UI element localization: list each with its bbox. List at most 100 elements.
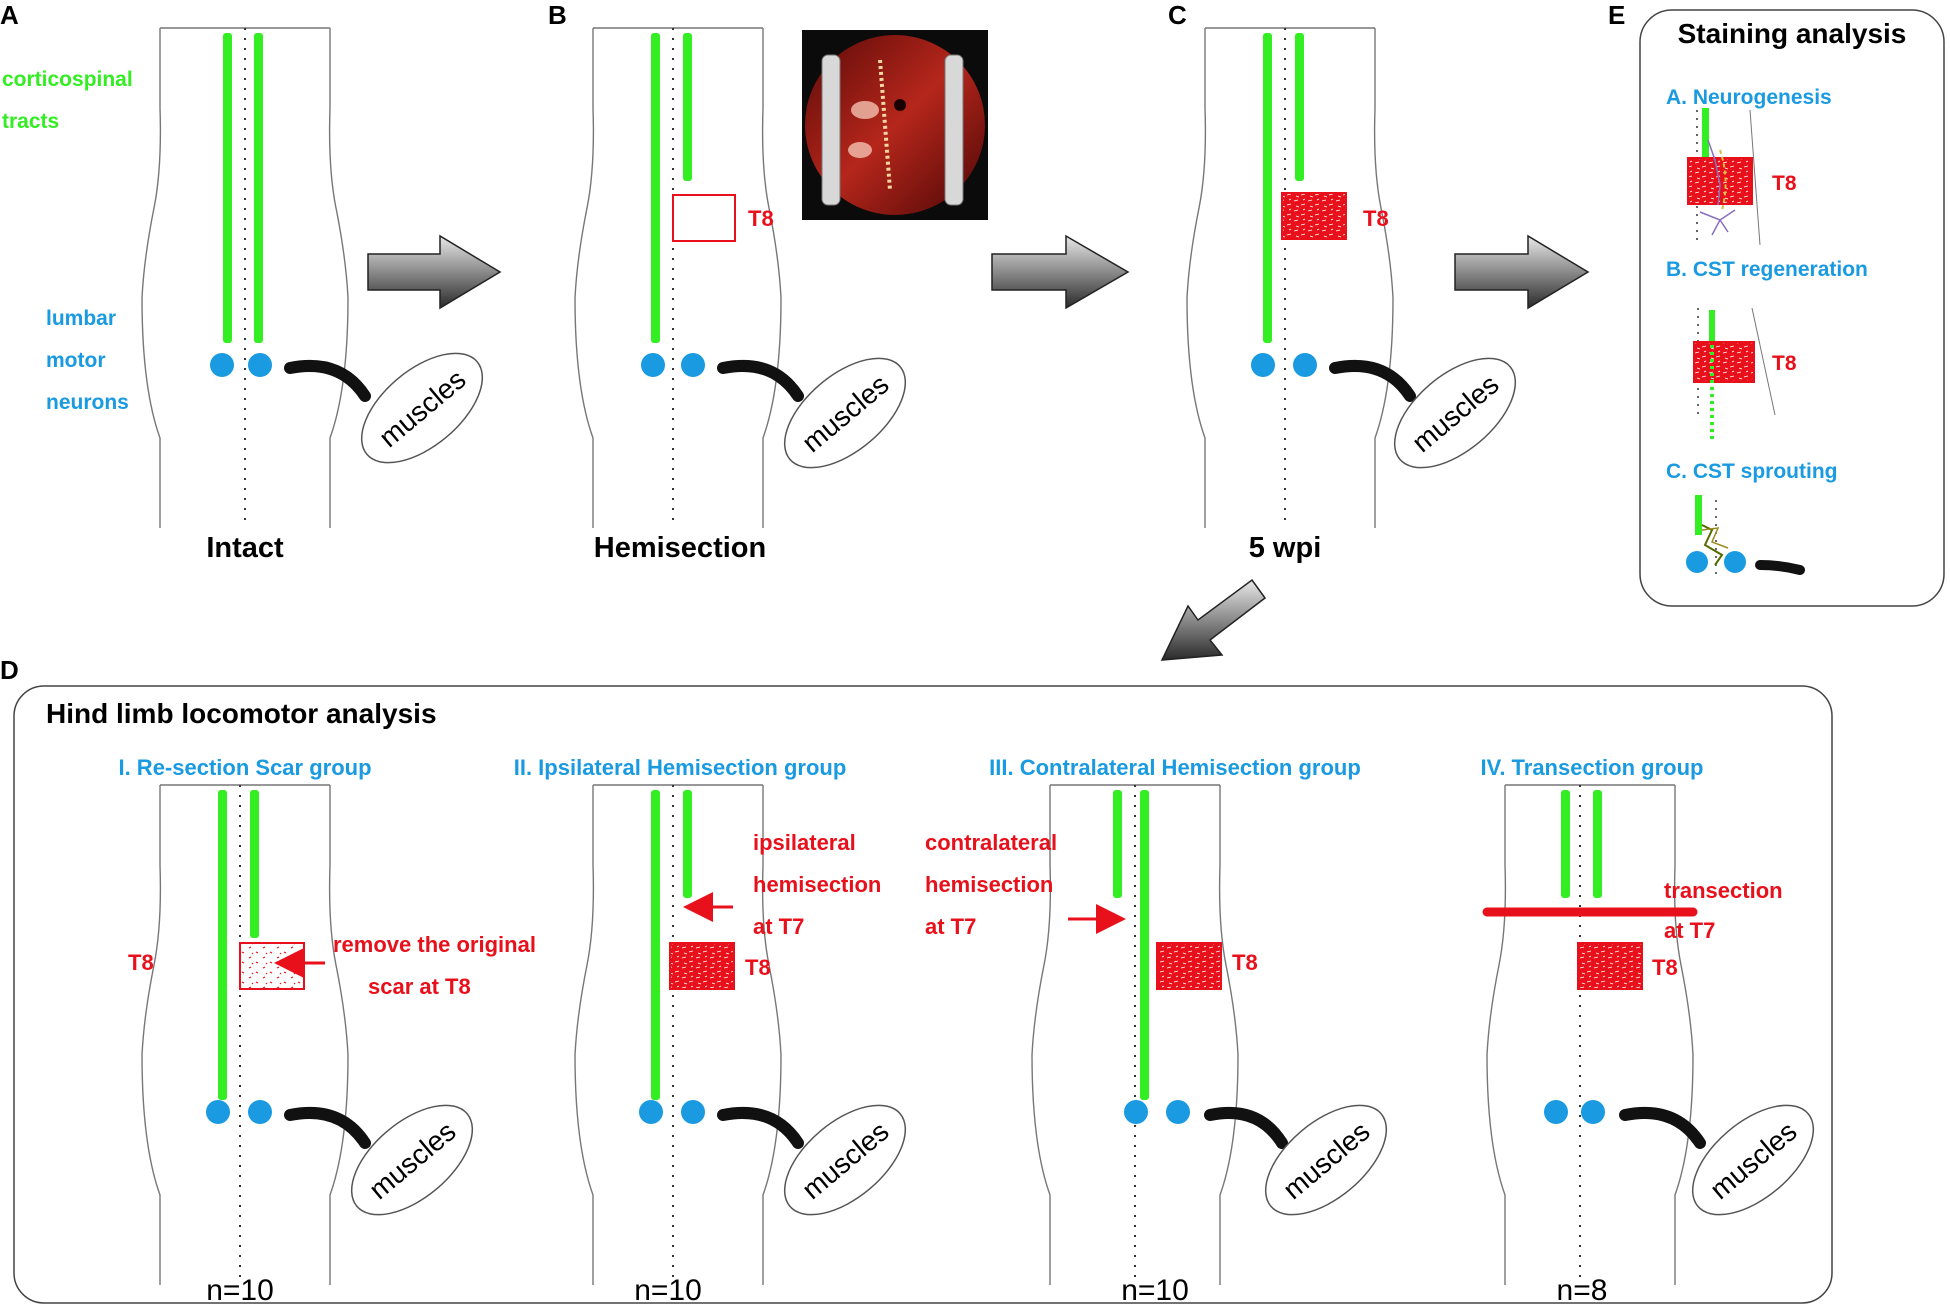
right-motor-neuron [248,353,272,377]
neurogenesis-sketch: T8 [1687,108,1797,246]
e-level-2: T8 [1772,352,1797,375]
group-2-note-3: at T7 [753,914,804,939]
cst-label-2: tracts [2,110,59,133]
group-4-n: n=8 [1557,1274,1608,1307]
arrow-a-to-b [367,234,502,310]
panel-d-letter: D [0,655,19,685]
group-2-level: T8 [745,955,771,980]
left-motor-neuron [206,1100,230,1124]
left-cst [651,33,660,343]
spinal-cord-outline [1186,27,1394,529]
caption-intact: Intact [206,532,284,564]
scar-lesion [1281,192,1347,240]
level-label: T8 [748,206,774,231]
left-cst-cut [1113,790,1122,898]
right-cst-cut [683,790,692,898]
panel-c: C T8 muscles 5 wpi [1168,0,1517,564]
spinal-cord-outline [574,27,782,529]
group-4-level: T8 [1652,955,1678,980]
group-2-note-1: ipsilateral [753,830,856,855]
muscles-ellipse [1393,357,1517,469]
cst-label-1: corticospinal [2,68,133,91]
cst-regeneration-sketch: T8 [1693,307,1797,440]
right-cst [1140,790,1149,1100]
muscles-ellipse [1264,1104,1388,1216]
scar-lesion [1577,942,1643,990]
nerve [1329,359,1416,402]
group-1-title: I. Re-section Scar group [118,755,371,780]
group-3-note-1: contralateral [925,830,1057,855]
cst-sprouting-sketch [1686,495,1805,578]
right-motor-neuron [1166,1100,1190,1124]
right-cst-cut [1295,33,1304,181]
left-motor-neuron [1124,1100,1148,1124]
caption-hemisection: Hemisection [594,532,766,564]
group-3-title: III. Contralateral Hemisection group [989,755,1361,780]
group-1-level: T8 [128,950,154,975]
mn-label-2: motor [46,349,106,372]
group-2-note-2: hemisection [753,872,881,897]
panel-d: D Hind limb locomotor analysis I. Re-sec… [0,655,1833,1307]
scar-lesion [1156,942,1222,990]
right-motor-neuron [1581,1100,1605,1124]
group-4: IV. Transection group muscles transectio… [1481,755,1815,1307]
left-motor-neuron [1251,353,1275,377]
arrow-c-to-d [1160,578,1267,661]
arrow-b-to-c [991,234,1130,310]
group-3-note-2: hemisection [925,872,1053,897]
level-label: T8 [1363,206,1389,231]
left-cst [218,790,227,1100]
left-motor-neuron [210,353,234,377]
hemisection-box [672,194,736,242]
nerve [1619,1106,1706,1149]
muscles-ellipse [1691,1104,1815,1216]
staining-title: Staining analysis [1678,18,1907,49]
locomotor-title: Hind limb locomotor analysis [46,698,437,729]
muscles-ellipse [360,352,484,464]
right-motor-neuron [1293,353,1317,377]
mn-label-3: neurons [46,391,129,414]
right-cst-cut [1593,790,1602,898]
caption-5wpi: 5 wpi [1249,532,1322,564]
right-cst-cut [250,790,259,938]
arrow-c-to-e [1454,234,1590,310]
nerve [1204,1106,1288,1149]
mn-label-1: lumbar [46,307,116,330]
group-3-note-3: at T7 [925,914,976,939]
right-cst [254,33,263,343]
staining-item-1: A. Neurogenesis [1666,86,1832,109]
panel-a: A muscles corticospinal tracts lumbar mo… [0,0,484,564]
surgery-photo [802,30,988,220]
group-3-level: T8 [1232,950,1258,975]
left-motor-neuron [639,1100,663,1124]
e-level-1: T8 [1772,172,1797,195]
nerve [717,1106,804,1149]
left-cst-cut [1561,790,1570,898]
panel-a-letter: A [0,0,19,30]
right-cst-cut [683,33,692,181]
muscles-ellipse [783,357,907,469]
nerve [284,359,371,402]
left-cst [223,33,232,343]
group-1-note-2: scar at T8 [368,974,471,999]
group-2-n: n=10 [634,1274,702,1307]
panel-e: E Staining analysis A. Neurogenesis T8 B… [1608,0,1945,607]
right-motor-neuron [248,1100,272,1124]
panel-e-letter: E [1608,0,1625,30]
group-1-note-1: remove the original [333,932,536,957]
muscles-ellipse [783,1104,907,1216]
nerve [717,359,804,402]
group-1-n: n=10 [206,1274,274,1307]
panel-b: B T8 muscles Hemisecti [548,0,988,564]
staining-item-3: C. CST sprouting [1666,460,1838,483]
group-3: III. Contralateral Hemisection group mus… [925,755,1388,1307]
right-motor-neuron [681,353,705,377]
removed-scar [239,942,305,990]
left-cst [651,790,660,1100]
left-motor-neuron [1544,1100,1568,1124]
group-3-n: n=10 [1121,1274,1189,1307]
scar-lesion [669,942,735,990]
group-4-note-1: transection [1664,878,1783,903]
group-4-note-2: at T7 [1664,918,1715,943]
